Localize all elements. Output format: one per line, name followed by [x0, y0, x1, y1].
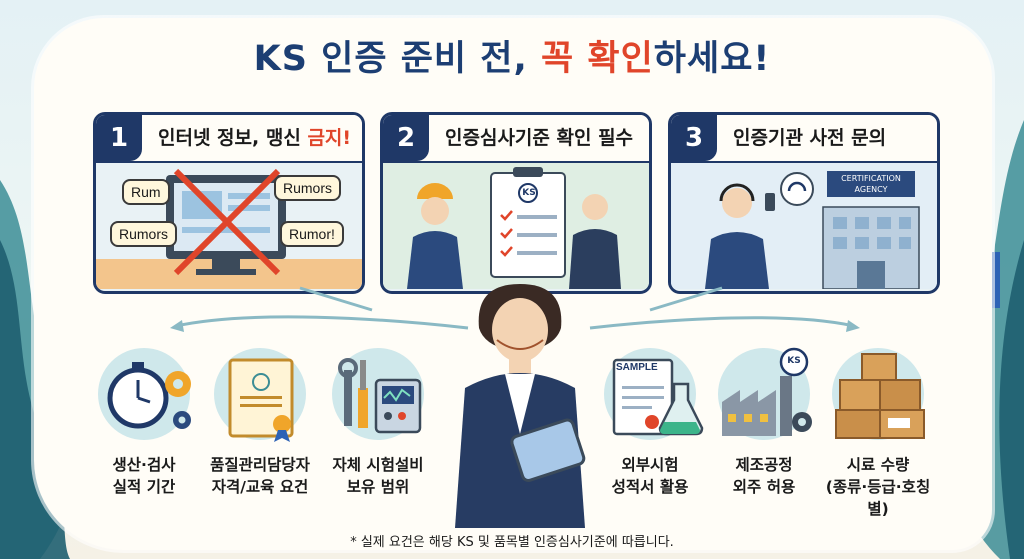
- agency-sign: CERTIFICATION AGENCY: [827, 171, 915, 197]
- card-certification-criteria: 2 인증심사기준 확인 필수 KS: [380, 112, 652, 294]
- item-icon-circle: [832, 348, 925, 440]
- footnote: * 실제 요건은 해당 KS 및 품목별 인증심사기준에 따릅니다.: [350, 535, 674, 550]
- monitor-crossed-icon: [96, 168, 362, 289]
- page-title: KS 인증 준비 전, 꼭 확인하세요!: [253, 39, 771, 79]
- card-header: 3 인증기관 사전 문의: [671, 115, 937, 163]
- sample-label: SAMPLE: [616, 362, 658, 373]
- card-number: 3: [671, 115, 717, 161]
- item-icon-circle: [332, 348, 424, 440]
- stopwatch-gears-icon: [107, 362, 191, 429]
- rumor-bubble: Rum: [122, 179, 170, 205]
- rumor-bubble: Rumor!: [280, 221, 344, 247]
- sample-report-icon: [612, 358, 704, 436]
- card-title: 인증심사기준 확인 필수: [445, 127, 634, 149]
- card-title: 인증기관 사전 문의: [733, 127, 887, 149]
- card-agency-inquiry: 3 인증기관 사전 문의 CERTIFICATION AGENCY: [668, 112, 940, 294]
- item-icon-circle: [214, 348, 306, 442]
- rumor-bubble: Rumors: [274, 175, 342, 201]
- test-equipment-icon: [338, 358, 422, 434]
- boxes-icon: [835, 353, 925, 439]
- card-header: 2 인증심사기준 확인 필수: [383, 115, 649, 163]
- agency-call-icon: [671, 163, 937, 289]
- rumor-bubble: Rumors: [110, 221, 178, 247]
- ks-badge: KS: [787, 356, 801, 366]
- presenter-illustration: [455, 284, 586, 528]
- factory-icon: [722, 347, 812, 436]
- item-icon-circle: SAMPLE: [604, 348, 704, 440]
- card-header: 1 인터넷 정보, 맹신 금지!: [96, 115, 362, 163]
- card-internet-info: 1 인터넷 정보, 맹신 금지! Rum Rumors Rumors Rumor…: [93, 112, 365, 294]
- item-icon-circle: [98, 348, 191, 440]
- item-icon-circle: KS: [718, 347, 812, 440]
- item-sample-quantity: 시료 수량(종류·등급·호칭별): [818, 348, 938, 520]
- card-title: 인터넷 정보, 맹신 금지!: [158, 127, 352, 149]
- certificate-icon: [228, 358, 294, 442]
- card-number: 2: [383, 115, 429, 161]
- checklist-inspectors-icon: [383, 163, 649, 289]
- ks-badge: KS: [522, 188, 536, 198]
- card-number: 1: [96, 115, 142, 161]
